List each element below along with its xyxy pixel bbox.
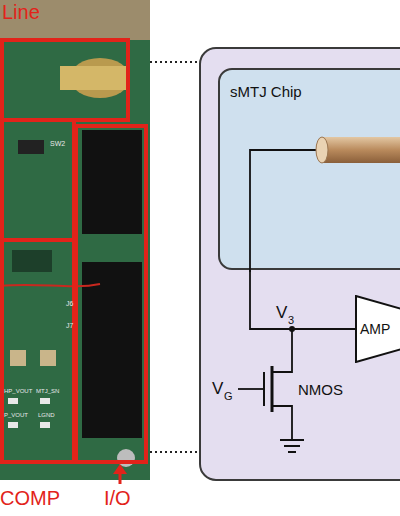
potentiometer xyxy=(10,350,26,366)
silkscreen-text: J7 xyxy=(66,322,73,329)
signal-name: V xyxy=(212,380,223,397)
red-cable xyxy=(0,284,100,286)
zoom-panel xyxy=(200,48,400,480)
silkscreen-text: HP_VOUT xyxy=(4,388,32,394)
part-label: COMP xyxy=(0,488,60,508)
zoom-line xyxy=(150,61,200,63)
mtj-cylinder xyxy=(322,137,400,163)
potentiometer xyxy=(40,350,56,366)
highlight-box xyxy=(2,240,74,462)
signal-subscript: 3 xyxy=(288,315,294,326)
silkscreen-text: MTJ_SN xyxy=(36,388,59,394)
wire-connector xyxy=(250,270,355,329)
signal-name: V xyxy=(276,304,287,321)
ground-symbol xyxy=(288,451,296,453)
gate-wire xyxy=(238,388,264,390)
io-connector xyxy=(82,130,142,234)
device-label: NMOS xyxy=(298,382,343,397)
highlight-box xyxy=(2,40,128,120)
part-label: Line xyxy=(2,2,40,22)
zoom-line xyxy=(150,451,200,453)
ground-symbol xyxy=(280,439,304,441)
ground-symbol xyxy=(284,445,300,447)
silkscreen-text: SW2 xyxy=(50,140,65,147)
part-label: I/O xyxy=(104,488,131,508)
signal-subscript: G xyxy=(224,391,233,402)
node-text: AMP xyxy=(360,322,390,336)
silkscreen-text: P_VOUT xyxy=(4,412,28,418)
silkscreen-text: J6 xyxy=(66,300,73,307)
arrow-head xyxy=(113,464,127,474)
silkscreen-text: LGND xyxy=(38,412,55,418)
pcb xyxy=(0,40,150,480)
pad xyxy=(8,422,18,428)
pad xyxy=(8,398,18,404)
highlight-box xyxy=(76,126,146,462)
coax-body xyxy=(60,66,130,90)
node-text: sMTJ Chip xyxy=(230,84,302,99)
pad xyxy=(40,422,50,428)
wire xyxy=(250,150,322,272)
io-connector xyxy=(82,262,142,438)
highlight-box xyxy=(2,120,74,240)
amplifier-triangle: AMP xyxy=(355,295,400,363)
cylinder-cap xyxy=(316,137,328,163)
drain-wire xyxy=(273,329,292,372)
pad xyxy=(40,398,50,404)
standoff xyxy=(117,449,135,467)
source-wire xyxy=(273,406,292,440)
switch xyxy=(18,140,44,154)
chip-box: sMTJ Chip xyxy=(218,68,400,270)
amplifier-shape xyxy=(356,296,400,362)
chip-component xyxy=(12,250,52,272)
